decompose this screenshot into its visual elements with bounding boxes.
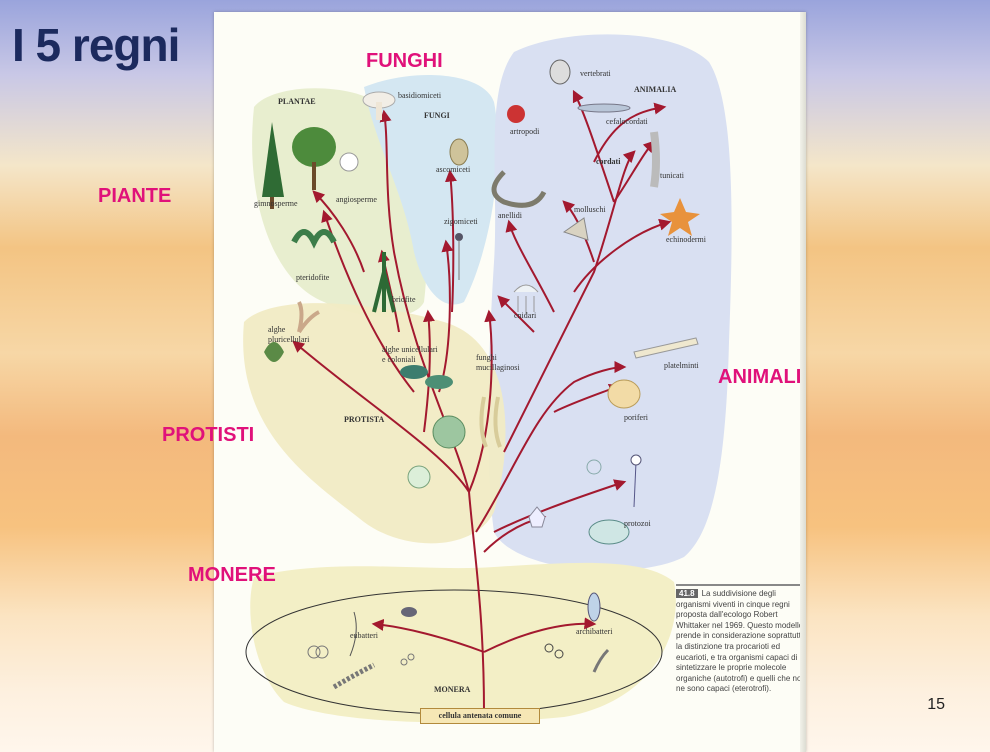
- label-cefalocordati: cefalocordati: [606, 117, 649, 126]
- label-alghe-uni-line1: alghe unicellulari: [382, 345, 439, 354]
- label-funghi-muc-line2: mucillaginosi: [476, 363, 520, 372]
- kingdom-label-animali: ANIMALI: [718, 366, 801, 389]
- group-label-fungi: FUNGI: [424, 111, 450, 120]
- label-poriferi: poriferi: [624, 413, 649, 422]
- label-archibatteri: archibatteri: [576, 627, 613, 636]
- label-alghe-uni-line2: e coloniali: [382, 355, 416, 364]
- label-ascomiceti: ascomiceti: [436, 165, 471, 174]
- label-protozoi: protozoi: [624, 519, 651, 528]
- label-cnidari: cnidari: [514, 311, 537, 320]
- label-vertebrati: vertebrati: [580, 69, 611, 78]
- label-platelminti: platelminti: [664, 361, 699, 370]
- label-zigomiceti: zigomiceti: [444, 217, 479, 226]
- label-angiosperme: angiosperme: [336, 195, 377, 204]
- group-label-protista: PROTISTA: [344, 415, 385, 424]
- kingdom-label-funghi: FUNGHI: [366, 50, 443, 73]
- label-alghe-line1: alghe: [268, 325, 286, 334]
- root-common-ancestor: cellula antenata comune: [420, 708, 540, 724]
- label-echinodermi: echinodermi: [666, 235, 707, 244]
- group-label-animalia: ANIMALIA: [634, 85, 676, 94]
- group-label-plantae: PLANTAE: [278, 97, 316, 106]
- group-label-monera: MONERA: [434, 685, 471, 694]
- kingdom-label-monere: MONERE: [188, 564, 276, 587]
- label-anellidi: anellidi: [498, 211, 523, 220]
- caption-text: La suddivisione degli organismi viventi …: [676, 589, 806, 693]
- label-artropodi: artropodi: [510, 127, 540, 136]
- label-alghe-line2: pluricellulari: [268, 335, 310, 344]
- label-molluschi: molluschi: [574, 205, 606, 214]
- kingdom-label-piante: PIANTE: [98, 185, 171, 208]
- figure-number: 41.8: [676, 589, 698, 598]
- slide-title: I 5 regni: [12, 18, 179, 72]
- label-briofite: briofite: [392, 295, 416, 304]
- label-tunicati: tunicati: [660, 171, 685, 180]
- label-pteridofite: pteridofite: [296, 273, 330, 282]
- kingdom-label-protisti: PROTISTI: [162, 424, 254, 447]
- label-funghi-muc-line1: funghi: [476, 353, 498, 362]
- label-gimnosperme: gimnosperme: [254, 199, 298, 208]
- page-number: 15: [927, 696, 945, 714]
- label-eubatteri: eubatteri: [350, 631, 379, 640]
- label-cordati: cordati: [596, 157, 621, 166]
- label-basidiomiceti: basidiomiceti: [398, 91, 442, 100]
- monera-region: [250, 563, 676, 723]
